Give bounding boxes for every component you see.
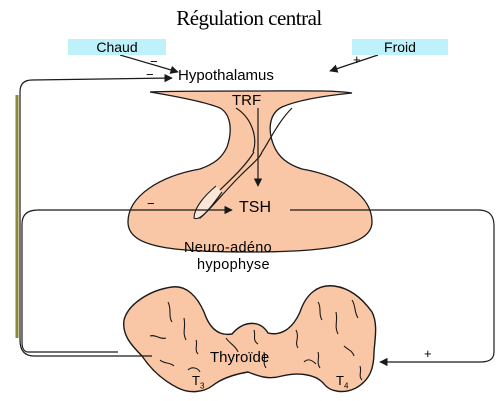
cold-stimulus-label: Froid	[352, 39, 448, 55]
t3-label: T3	[192, 373, 204, 391]
thyroid-stimulation-sign: +	[424, 347, 432, 360]
pituitary-label-line2: hypophyse	[197, 257, 270, 273]
hot-stimulus-label: Chaud	[68, 39, 166, 55]
cold-stimulus-text: Froid	[384, 39, 416, 55]
t4-subscript: 4	[344, 382, 348, 391]
thyroid-label: Thyroïde	[210, 349, 269, 366]
t4-label: T4	[336, 373, 348, 391]
hot-stimulus-text: Chaud	[96, 39, 137, 55]
t3-letter: T	[192, 373, 200, 388]
t4-letter: T	[336, 373, 344, 388]
pituitary-gland-shape	[128, 91, 372, 252]
hypothalamus-label: Hypothalamus	[178, 67, 274, 84]
hypothalamus-feedback-sign: −	[146, 68, 154, 81]
diagram-title: Régulation central	[0, 6, 498, 31]
t3-subscript: 3	[200, 382, 204, 391]
tsh-label: TSH	[239, 199, 271, 217]
pituitary-feedback-sign: −	[147, 197, 155, 210]
cold-sign: +	[353, 53, 361, 66]
trf-label: TRF	[232, 92, 261, 109]
pituitary-label-line1: Neuro-adéno	[184, 240, 272, 256]
